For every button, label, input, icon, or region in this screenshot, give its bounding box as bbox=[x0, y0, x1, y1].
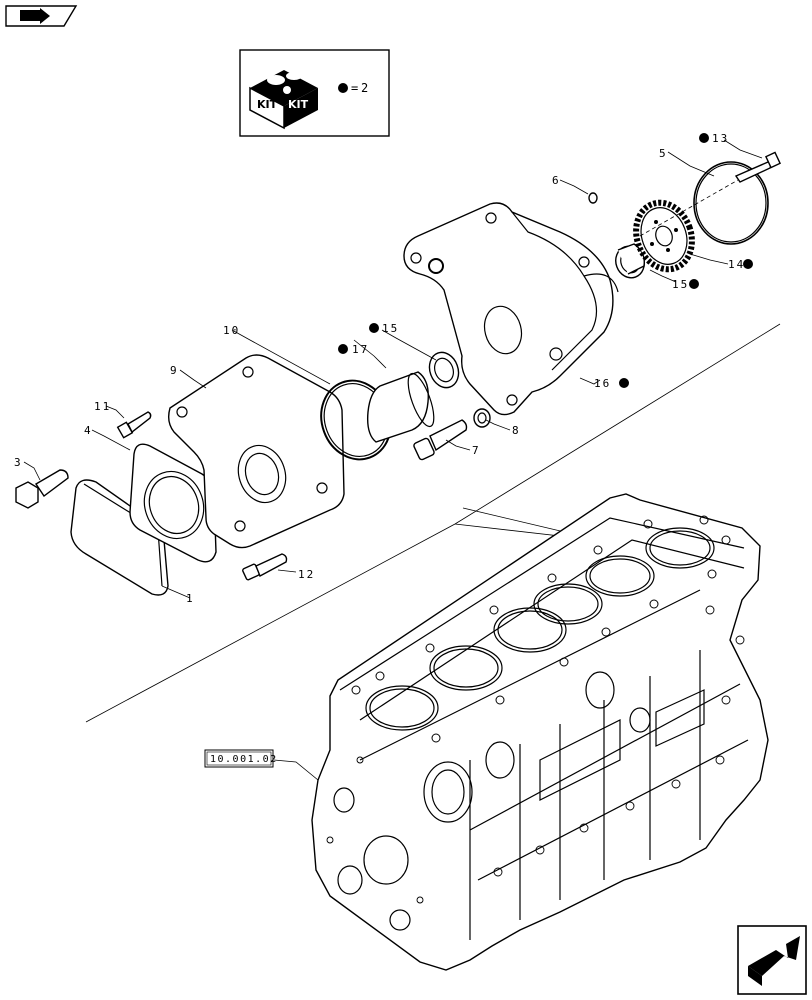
kit-box-icon: KIT KIT bbox=[249, 70, 318, 130]
reference-label[interactable]: 10.001.02 bbox=[210, 754, 278, 765]
part-screw-12 bbox=[242, 553, 288, 581]
kit-legend-equals: = bbox=[351, 81, 358, 95]
callout-8: 8 bbox=[512, 424, 521, 437]
part-washer-8 bbox=[473, 408, 491, 428]
reference-box[interactable]: 10.001.02 bbox=[204, 749, 278, 768]
callout-3: 3 bbox=[14, 456, 23, 469]
callout-15-lower: 15 bbox=[382, 322, 399, 335]
callout-11: 11 bbox=[94, 400, 111, 413]
kit-label-right: KIT bbox=[288, 98, 309, 111]
callout-17: 17 bbox=[352, 343, 369, 356]
callout-12: 12 bbox=[298, 568, 315, 581]
part-sleeve-17 bbox=[366, 371, 435, 443]
part-screw-11 bbox=[116, 411, 152, 439]
leader-lines bbox=[23, 139, 763, 781]
engine-block bbox=[311, 493, 769, 971]
callout-1: 1 bbox=[186, 592, 195, 605]
kit-bullet-icon bbox=[338, 83, 348, 93]
arrow-flag-icon[interactable] bbox=[5, 5, 78, 27]
callout-9: 9 bbox=[170, 364, 179, 377]
kit-label-left: KIT bbox=[257, 98, 278, 111]
callout-10: 10 bbox=[223, 324, 240, 337]
part-adapter-plate bbox=[167, 354, 345, 549]
part-gear-14 bbox=[633, 199, 695, 273]
part-screw-13 bbox=[639, 151, 781, 237]
callout-16: 16 bbox=[594, 377, 611, 390]
kit-legend-box: KIT KIT = 2 bbox=[239, 49, 390, 137]
callout-labels: 1 3 4 5 6 7 8 9 10 11 12 13 14 15 15 16 … bbox=[14, 132, 745, 605]
part-bushing-15b bbox=[615, 243, 645, 279]
part-housing-16 bbox=[403, 202, 619, 416]
callout-14: 14 bbox=[728, 258, 745, 271]
callout-15-upper: 15 bbox=[672, 278, 689, 291]
callout-7: 7 bbox=[472, 444, 481, 457]
callout-13: 13 bbox=[712, 132, 729, 145]
callout-5: 5 bbox=[659, 147, 668, 160]
callout-4: 4 bbox=[84, 424, 93, 437]
next-page-arrow-icon[interactable] bbox=[737, 925, 807, 995]
kit-bullets bbox=[338, 133, 753, 388]
part-o-ring-5 bbox=[693, 161, 769, 245]
part-bushing-15a bbox=[428, 351, 460, 389]
callout-6: 6 bbox=[552, 174, 561, 187]
part-screw-7 bbox=[413, 419, 468, 461]
part-ring-6 bbox=[588, 192, 598, 204]
kit-legend-number: 2 bbox=[361, 81, 368, 95]
part-gasket bbox=[129, 443, 217, 563]
part-flange-bolt bbox=[15, 469, 69, 509]
